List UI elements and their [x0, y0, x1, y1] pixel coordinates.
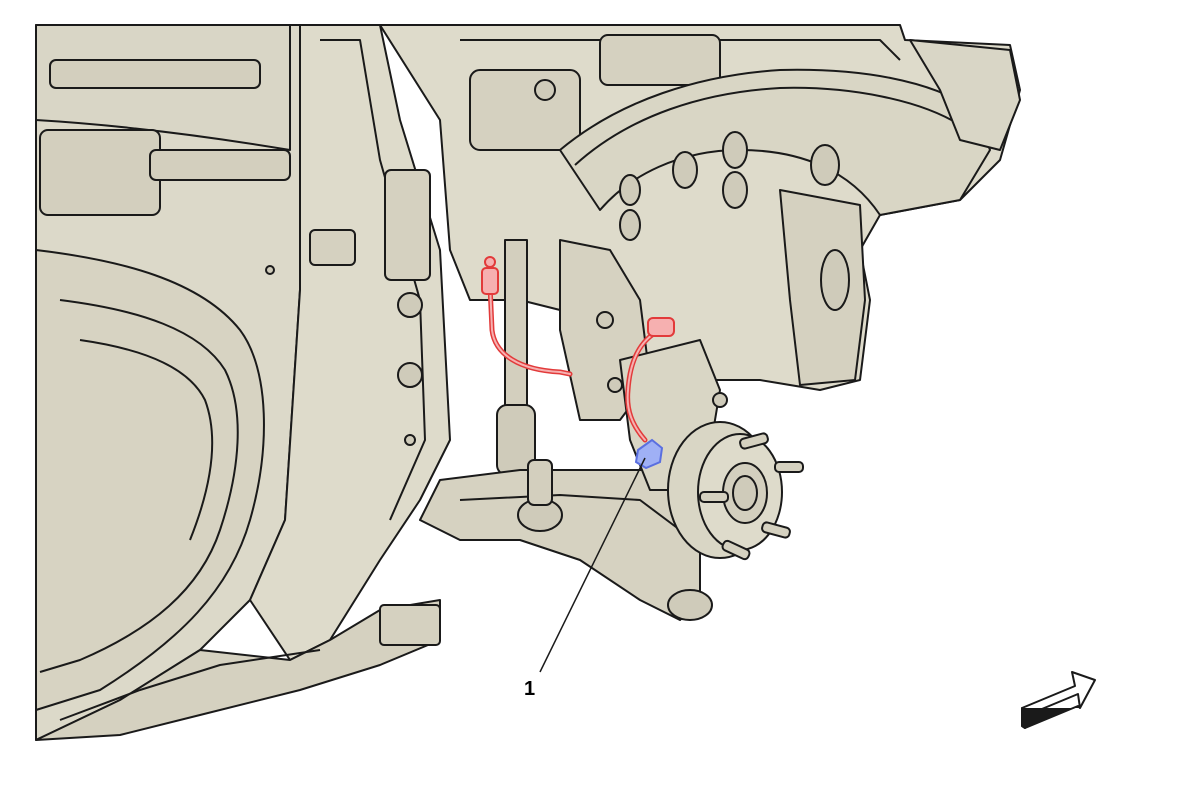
- callout-label-1: 1: [524, 678, 536, 700]
- callout-leader-line: [539, 457, 646, 673]
- wheel-speed-sensor-harness: [487, 282, 663, 443]
- wheel-speed-sensor: [634, 438, 664, 470]
- direction-arrow-icon: [1021, 671, 1096, 729]
- body-structure: [35, 24, 1021, 741]
- harness-clip: [647, 317, 675, 337]
- harness-connector-upper: [481, 256, 499, 295]
